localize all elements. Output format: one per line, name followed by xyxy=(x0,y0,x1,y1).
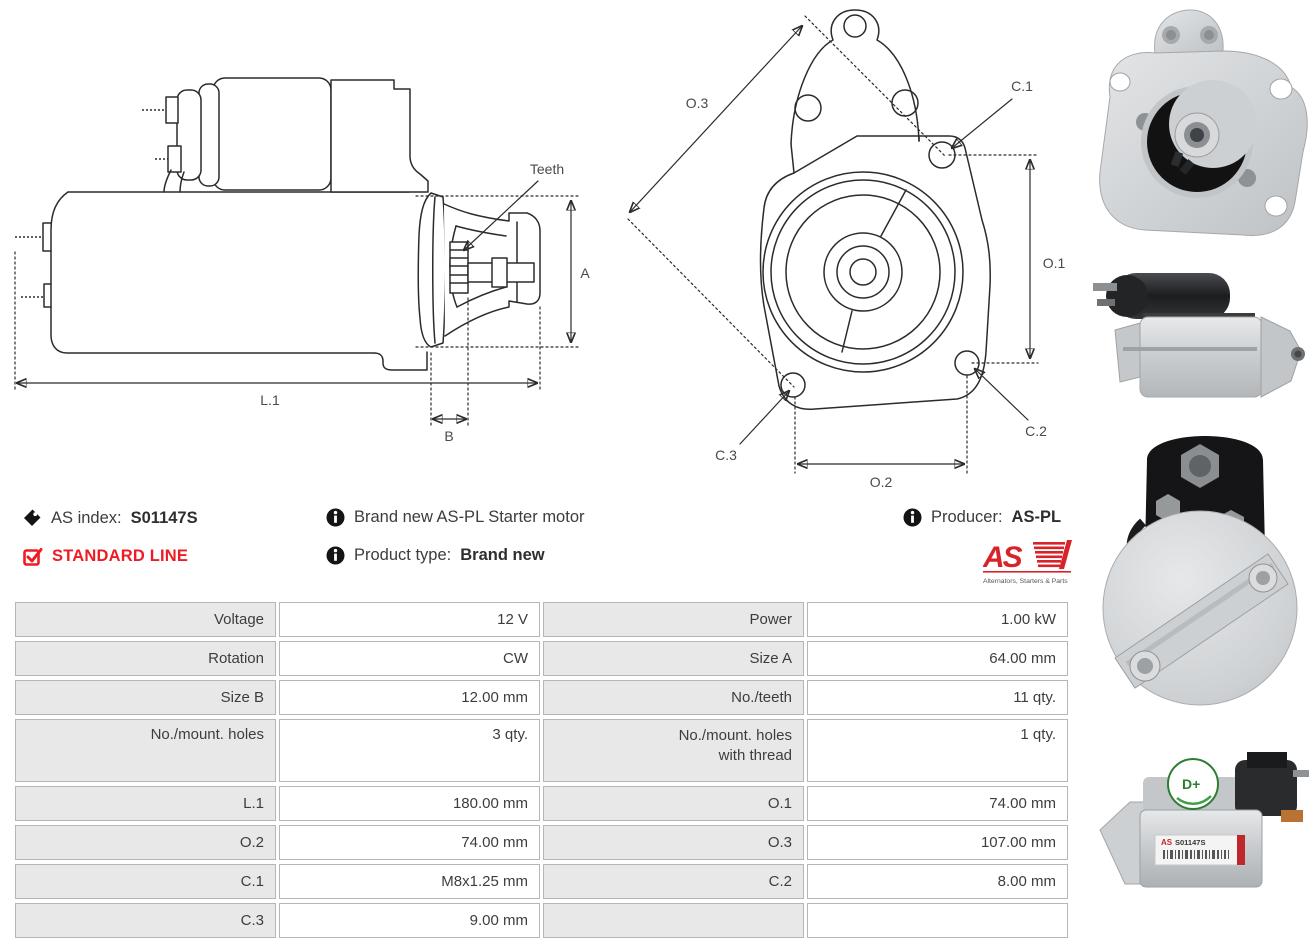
spec-value: 12.00 mm xyxy=(279,680,540,715)
spec-label: No./teeth xyxy=(543,680,804,715)
dim-l1: L.1 xyxy=(14,251,541,408)
spec-label: Rotation xyxy=(15,641,276,676)
hole-c2 xyxy=(954,350,980,376)
spec-label: No./mount. holes with thread xyxy=(543,719,804,782)
table-row: No./mount. holes 3 qty. No./mount. holes… xyxy=(15,719,1068,782)
front-view-diagram: O.3 C.1 O.1 C.2 C.3 O.2 xyxy=(627,9,1066,490)
b-label: B xyxy=(444,428,453,444)
dim-b: B xyxy=(430,297,469,444)
o2-label: O.2 xyxy=(870,474,893,490)
dim-o2: O.2 xyxy=(794,375,968,490)
spec-value: 12 V xyxy=(279,602,540,637)
standard-line-label: STANDARD LINE xyxy=(52,547,189,565)
table-row: Size B 12.00 mm No./teeth 11 qty. xyxy=(15,680,1068,715)
o3-label: O.3 xyxy=(686,95,709,111)
tag-icon xyxy=(24,509,41,526)
spec-value: 9.00 mm xyxy=(279,903,540,938)
spec-label: C.2 xyxy=(543,864,804,899)
product-type-row: Product type: Brand new xyxy=(326,546,545,565)
as-index-value: S01147S xyxy=(130,508,198,527)
logo-tagline: Alternators, Starters & Parts xyxy=(983,578,1068,585)
spec-value: 3 qty. xyxy=(279,719,540,782)
teeth-callout: Teeth xyxy=(464,161,564,250)
hole-c3 xyxy=(780,372,806,398)
spec-label: O.2 xyxy=(15,825,276,860)
photo-badge-dplus: D+ xyxy=(1182,776,1200,792)
product-photo-rear[interactable] xyxy=(1085,430,1316,715)
solenoid-outline xyxy=(142,77,332,193)
spec-value: 1.00 kW xyxy=(807,602,1068,637)
photo-label-code: S01147S xyxy=(1175,838,1205,847)
product-photo-labeled[interactable]: AS S01147S D+ xyxy=(1085,732,1316,907)
callout-c2: C.2 xyxy=(975,369,1047,439)
callout-c1: C.1 xyxy=(952,78,1033,148)
info-icon xyxy=(326,508,345,527)
side-view-diagram: Teeth A L.1 B xyxy=(14,77,590,444)
spec-value: 1 qty. xyxy=(807,719,1068,782)
teeth-label: Teeth xyxy=(530,161,564,177)
product-type-label: Product type: xyxy=(354,546,452,564)
spec-label: Power xyxy=(543,602,804,637)
brand-new-row: Brand new AS-PL Starter motor xyxy=(326,508,585,527)
table-row: C.1 M8x1.25 mm C.2 8.00 mm xyxy=(15,864,1068,899)
spec-value: 64.00 mm xyxy=(807,641,1068,676)
o1-label: O.1 xyxy=(1043,255,1066,271)
as-pl-logo: AS Alternators, Starters & Parts xyxy=(983,540,1072,585)
brand-new-text: Brand new AS-PL Starter motor xyxy=(354,508,585,526)
spec-label: O.1 xyxy=(543,786,804,821)
spec-value: M8x1.25 mm xyxy=(279,864,540,899)
logo-text: AS xyxy=(983,541,1023,574)
spec-value: 8.00 mm xyxy=(807,864,1068,899)
spec-value: 107.00 mm xyxy=(807,825,1068,860)
dim-a: A xyxy=(415,195,590,348)
spec-label: L.1 xyxy=(15,786,276,821)
table-row: C.3 9.00 mm xyxy=(15,903,1068,938)
as-index-label: AS index: xyxy=(51,508,122,527)
spec-label: Size A xyxy=(543,641,804,676)
product-photo-front[interactable] xyxy=(1085,2,1316,250)
photo-label-as: AS xyxy=(1161,838,1173,847)
producer-label: Producer: xyxy=(931,508,1003,526)
spec-label xyxy=(543,903,804,938)
a-label: A xyxy=(580,265,590,281)
spec-label: No./mount. holes xyxy=(15,719,276,782)
spec-label: Voltage xyxy=(15,602,276,637)
front-flange-outline xyxy=(759,135,991,411)
dim-o3: O.3 xyxy=(627,15,947,388)
flange-outline xyxy=(417,192,446,348)
top-ear-outline xyxy=(790,9,920,174)
info-icon xyxy=(326,546,345,565)
starter-body-outline xyxy=(15,191,428,371)
standard-line-row: STANDARD LINE xyxy=(22,546,188,567)
spec-label: C.1 xyxy=(15,864,276,899)
info-icon xyxy=(903,508,922,527)
c2-label: C.2 xyxy=(1025,423,1047,439)
spec-value: CW xyxy=(279,641,540,676)
table-row: Rotation CW Size A 64.00 mm xyxy=(15,641,1068,676)
product-type-value: Brand new xyxy=(460,546,545,564)
callout-c3: C.3 xyxy=(715,391,789,463)
dim-o1: O.1 xyxy=(948,154,1066,364)
table-row: L.1 180.00 mm O.1 74.00 mm xyxy=(15,786,1068,821)
spec-value: 180.00 mm xyxy=(279,786,540,821)
producer-row: Producer: AS-PL xyxy=(903,508,1061,527)
l1-label: L.1 xyxy=(260,392,280,408)
c1-label: C.1 xyxy=(1011,78,1033,94)
spec-table: Voltage 12 V Power 1.00 kW Rotation CW S… xyxy=(12,598,1071,942)
spec-label: O.3 xyxy=(543,825,804,860)
table-row: Voltage 12 V Power 1.00 kW xyxy=(15,602,1068,637)
spec-label: Size B xyxy=(15,680,276,715)
producer-value: AS-PL xyxy=(1011,508,1062,526)
c3-label: C.3 xyxy=(715,447,737,463)
as-index-row: AS index: S01147S xyxy=(22,508,198,528)
table-row: O.2 74.00 mm O.3 107.00 mm xyxy=(15,825,1068,860)
spec-value: 74.00 mm xyxy=(807,786,1068,821)
spec-value xyxy=(807,903,1068,938)
bracket-outline xyxy=(330,79,429,193)
checkbox-icon xyxy=(23,548,43,566)
spec-value: 11 qty. xyxy=(807,680,1068,715)
spec-label: C.3 xyxy=(15,903,276,938)
product-photo-side[interactable] xyxy=(1085,255,1316,425)
spec-value: 74.00 mm xyxy=(279,825,540,860)
